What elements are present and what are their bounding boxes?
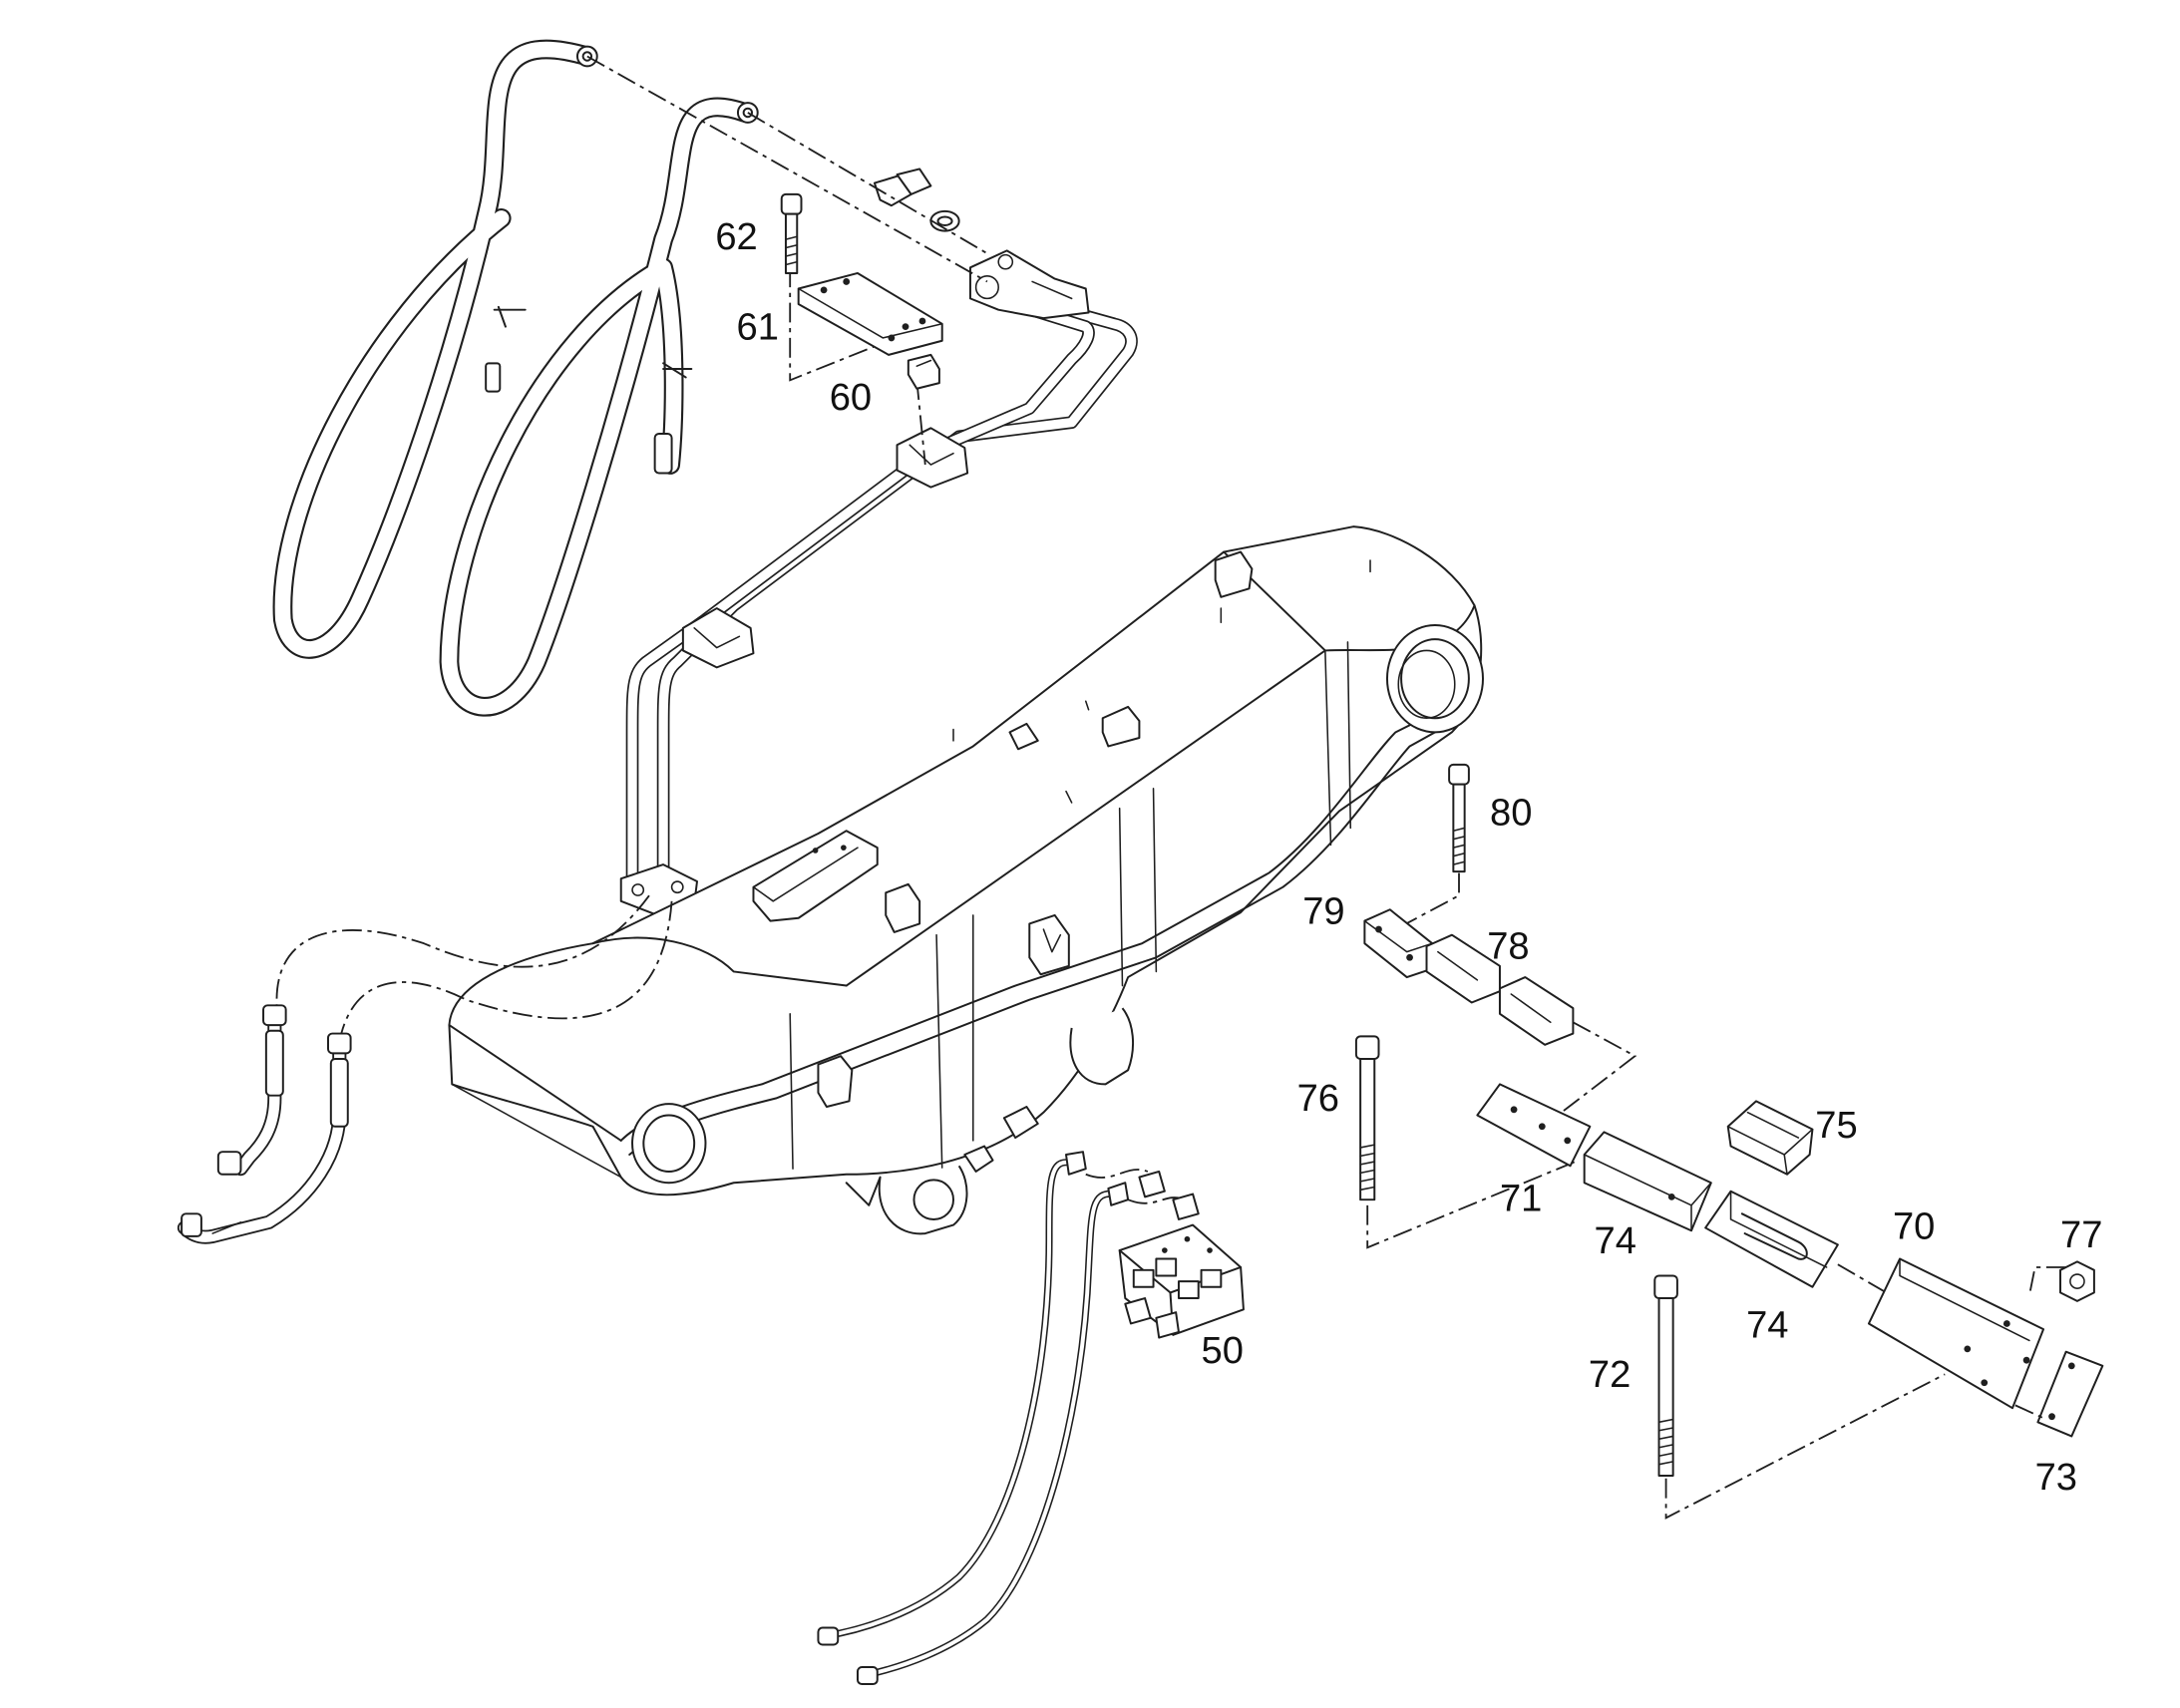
callout-79: 79 <box>1302 889 1344 932</box>
callout-71: 71 <box>1500 1177 1542 1219</box>
callout-62: 62 <box>715 215 757 258</box>
callout-72: 73 <box>2035 1456 2077 1499</box>
lower-left-hoses <box>177 894 673 1244</box>
callout-80: 80 <box>1490 792 1532 835</box>
clip-60 <box>907 353 940 390</box>
boom-tube-assembly <box>619 249 1138 916</box>
callout-76: 76 <box>1297 1077 1339 1120</box>
callout-73: 72 <box>1589 1353 1631 1396</box>
centerline-77 <box>2028 1266 2066 1296</box>
callout-50: 50 <box>1202 1329 1244 1372</box>
plate-71 <box>1476 1083 1592 1168</box>
plate-79 <box>1363 908 1434 979</box>
bolt-62 <box>780 192 803 274</box>
centerline-78 <box>1550 1021 1637 1122</box>
callout-labels: 62 61 60 80 79 78 76 75 71 74 70 77 74 5… <box>715 215 2102 1499</box>
callout-78: 78 <box>1487 925 1529 968</box>
block-74a <box>1583 1131 1712 1232</box>
spacer-78 <box>1425 933 1575 1046</box>
callout-75: 75 <box>1815 1104 1857 1147</box>
plate-72 <box>2014 1350 2104 1438</box>
centerline-76 <box>1366 1159 1580 1249</box>
callout-70: 70 <box>1893 1205 1935 1248</box>
boom-body <box>448 525 1484 1235</box>
callout-60: 60 <box>830 376 872 419</box>
nut-77 <box>2059 1260 2095 1302</box>
centerline-80 <box>1395 872 1460 930</box>
plate-70 <box>1867 1257 2045 1410</box>
upper-hose-assembly <box>272 39 759 717</box>
upper-centerlines <box>586 55 988 466</box>
pad-75 <box>1726 1100 1814 1176</box>
centerline-73 <box>1664 1373 1946 1520</box>
callout-61: 61 <box>737 305 779 348</box>
callout-77: 77 <box>2060 1213 2102 1256</box>
plate-61 <box>797 271 943 356</box>
valve-block-50 <box>817 1151 1245 1685</box>
split-flange-parts <box>873 168 960 232</box>
bolt-76 <box>1354 1035 1380 1201</box>
block-74b <box>1704 1190 1839 1288</box>
callout-74-b: 74 <box>1746 1304 1788 1347</box>
callout-74-a: 74 <box>1595 1219 1636 1262</box>
bolt-80 <box>1448 763 1470 873</box>
bolt-73 <box>1653 1274 1678 1477</box>
